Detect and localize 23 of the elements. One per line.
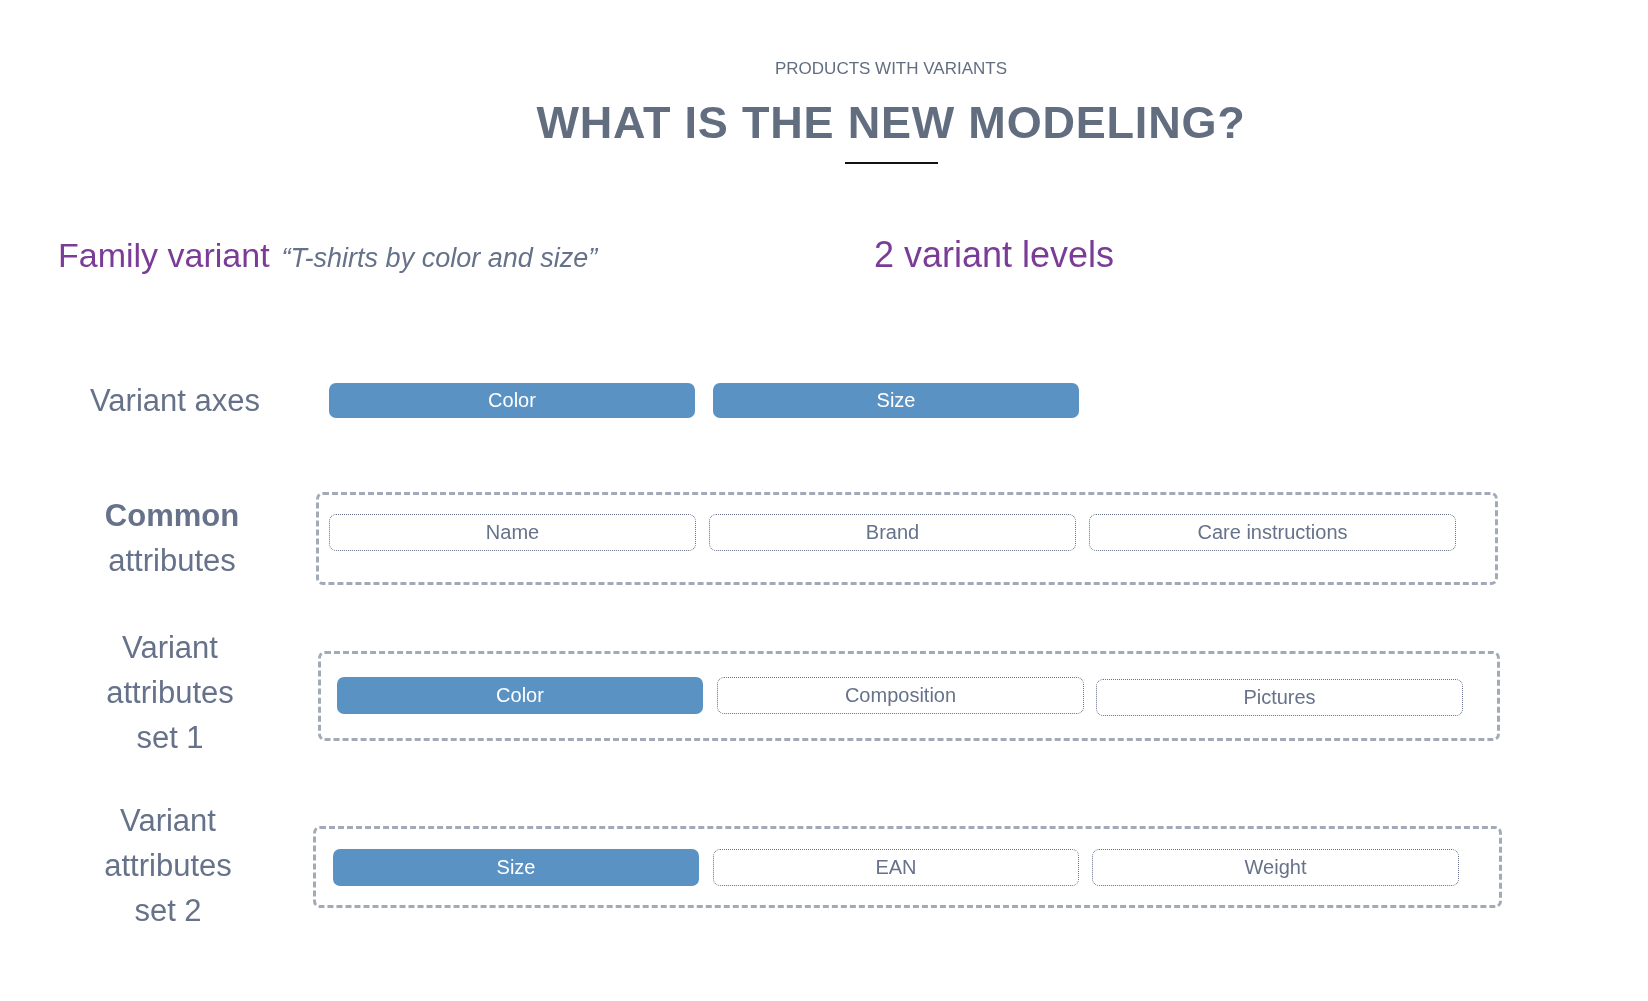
family-variant-label: Family variant	[58, 235, 270, 275]
attribute-box: Pictures	[1096, 679, 1463, 716]
level-count-label: 2 variant levels	[874, 234, 1115, 276]
attribute-box: Name	[329, 514, 696, 551]
variant-axis-bar: Size	[713, 383, 1079, 418]
kicker-text: PRODUCTS WITH VARIANTS	[775, 59, 1007, 79]
attribute-box: EAN	[713, 849, 1079, 886]
attribute-box: Brand	[709, 514, 1076, 551]
attribute-box: Weight	[1092, 849, 1459, 886]
variant-axis-bar: Color	[337, 677, 703, 714]
family-variant-name: “T-shirts by color and size”	[281, 242, 598, 274]
attribute-group-frame	[318, 651, 1500, 741]
variant-axis-bar: Size	[333, 849, 699, 886]
variant-axis-bar: Color	[329, 383, 695, 418]
row-label: Common attributes	[103, 497, 241, 580]
attribute-box: Care instructions	[1089, 514, 1456, 551]
row-label: Variant attributes set 1	[105, 629, 235, 757]
attribute-group-frame	[316, 492, 1498, 585]
row-label: Variant attributes set 2	[103, 802, 233, 930]
attribute-box: Composition	[717, 677, 1084, 714]
row-label: Variant axes	[89, 382, 261, 420]
slide-title: WHAT IS THE NEW MODELING?	[536, 97, 1246, 149]
attribute-group-frame	[313, 826, 1502, 908]
